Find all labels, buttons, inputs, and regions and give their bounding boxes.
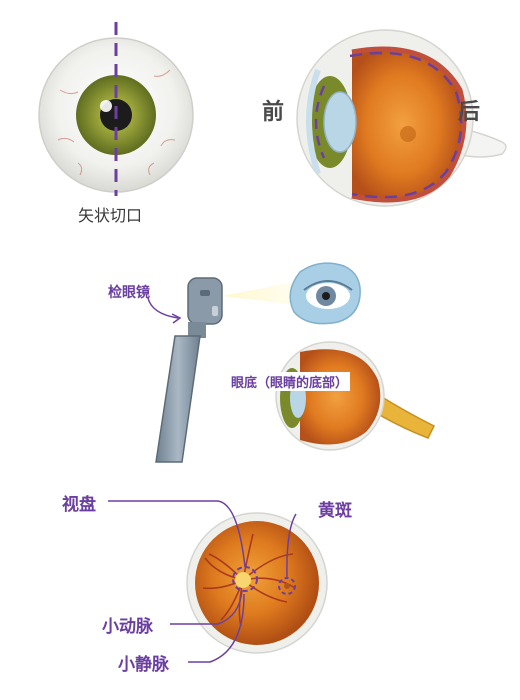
examined-eye [289,262,361,325]
label-fundus: 眼底（眼睛的底部） [229,372,351,391]
label-ophthalmoscope: 检眼镜 [108,285,150,301]
label-sagittal-cut: 矢状切口 [78,206,143,225]
label-macula: 黄斑 [318,501,352,521]
eye-cross-section [296,29,507,207]
ophthalmoscope-illustration [147,277,305,463]
fundus-cross-section [275,341,436,451]
label-back: 后 [458,100,481,125]
label-arterioles: 小动脉 [102,617,153,637]
label-optic-disc: 视盘 [62,495,96,515]
front-eyeball [38,22,194,196]
label-venules: 小静脉 [118,655,169,675]
fundus-view [186,512,328,654]
label-front: 前 [262,100,285,125]
